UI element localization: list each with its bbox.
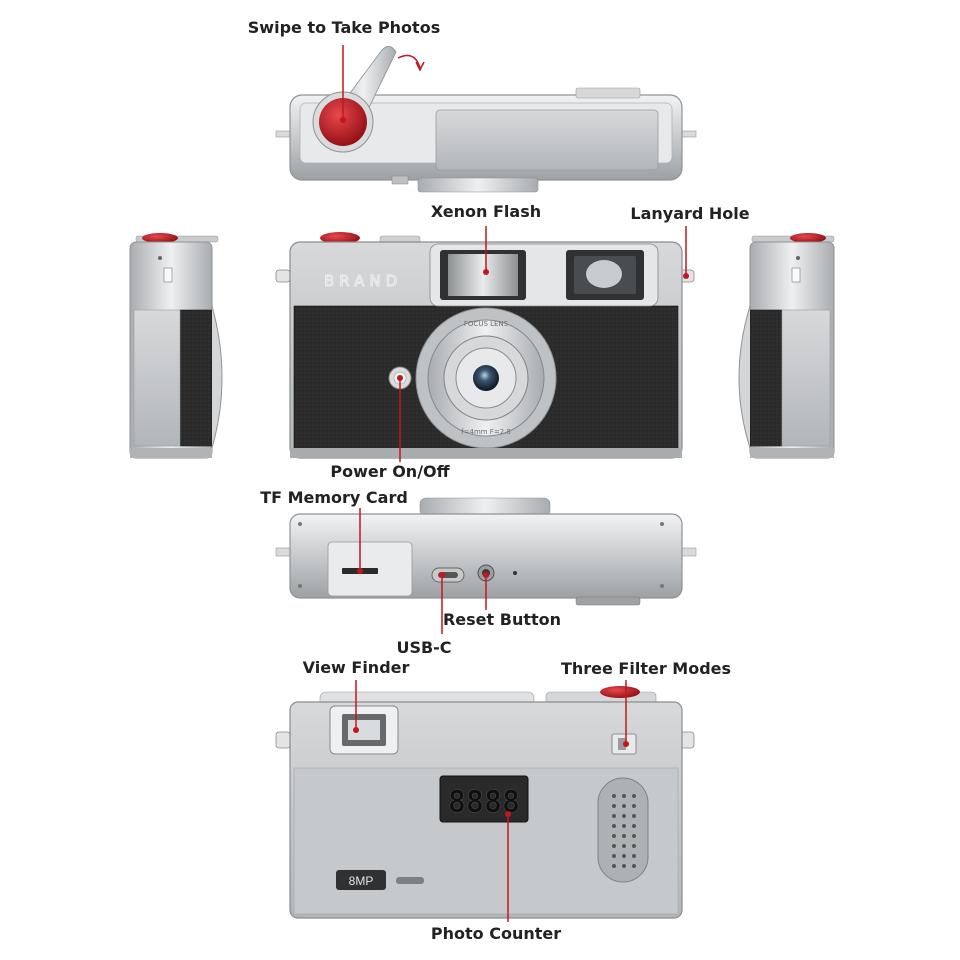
label-three-filter-modes: Three Filter Modes [560, 659, 732, 678]
label-swipe-to-take-photos: Swipe to Take Photos [247, 18, 441, 37]
label-view-finder: View Finder [302, 658, 410, 677]
left-side-view [129, 233, 223, 459]
right-side-view [738, 233, 835, 459]
front-view: BRAND FOCUS LENS f=4mm F=2.8 [275, 226, 695, 462]
label-reset-button: Reset Button [442, 610, 562, 629]
label-usb-c: USB-C [396, 638, 452, 657]
label-lanyard-hole: Lanyard Hole [630, 204, 750, 223]
label-xenon-flash: Xenon Flash [430, 202, 542, 221]
label-power-on-off: Power On/Off [330, 462, 450, 481]
brand-logo-text: BRAND [324, 272, 402, 290]
photo-counter-display: 8888 [448, 785, 520, 820]
lens-ring-bottom-text: f=4mm F=2.8 [461, 428, 511, 436]
label-photo-counter: Photo Counter [430, 924, 562, 943]
label-tf-memory-card: TF Memory Card [260, 488, 408, 507]
lens-ring-top-text: FOCUS LENS [464, 320, 509, 328]
resolution-badge: 8MP [349, 874, 374, 888]
top-view [275, 45, 697, 193]
bottom-view [275, 497, 697, 634]
back-view: 8888 8MP [275, 680, 695, 922]
